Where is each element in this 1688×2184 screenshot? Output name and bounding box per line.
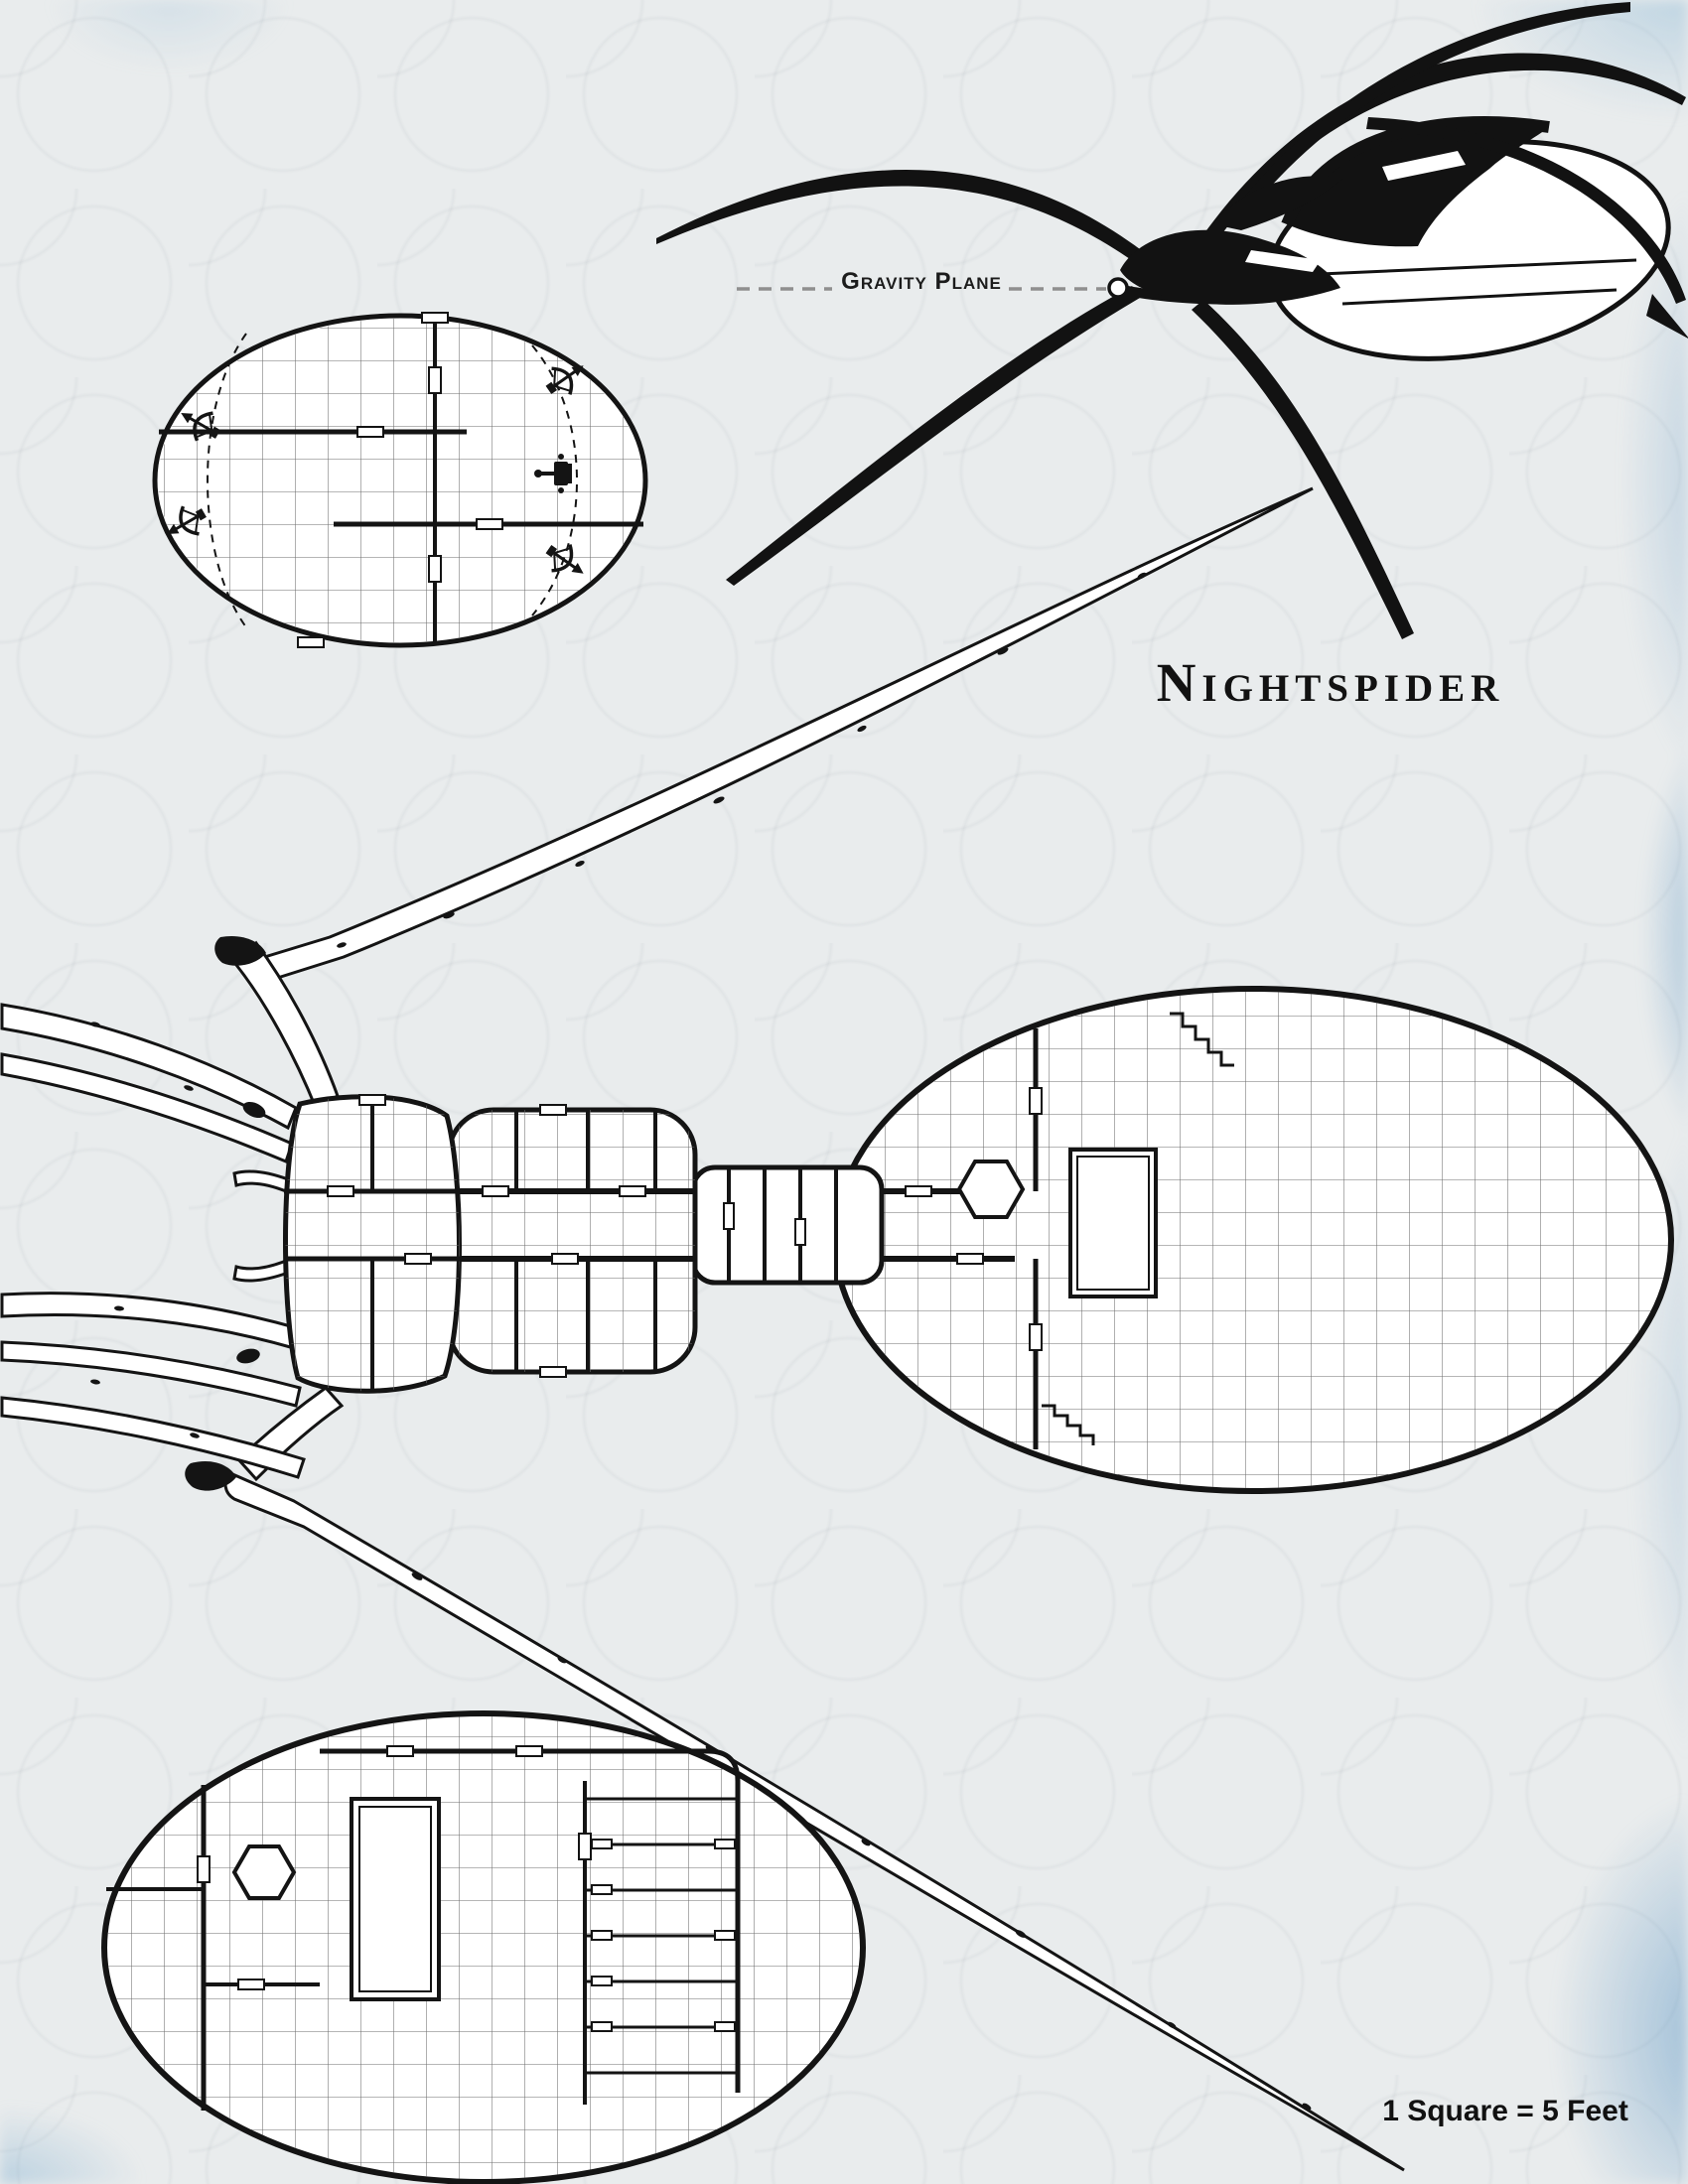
side-leg-lower-left: [726, 286, 1140, 586]
side-head: [1120, 229, 1340, 305]
stairs-icon: [1042, 1404, 1095, 1445]
spider-legs-plan-view: [0, 486, 1405, 2172]
lower-deck-plan: [101, 1710, 866, 2184]
side-abdomen: [1268, 116, 1688, 361]
gravity-plane-label: Gravity Plane: [841, 268, 1002, 295]
helm-seat-icon: [534, 454, 572, 493]
leg-speckles: [90, 572, 1312, 2111]
pedipalp-upper: [232, 1169, 290, 1194]
side-window: [1382, 151, 1466, 181]
hex-helm-icon: [231, 1844, 297, 1900]
thorax-deck: [446, 1104, 698, 1378]
side-elevation: [656, 2, 1688, 639]
leg-left-3: [0, 1292, 300, 1350]
side-head-slit: [1245, 250, 1321, 272]
page-title: Nightspider: [1156, 652, 1505, 713]
fore-section-plan: [152, 312, 648, 648]
abdomen-deck: [832, 986, 1674, 1494]
leg-left-2: [0, 1052, 294, 1164]
scale-note: 1 Square = 5 Feet: [1382, 2095, 1628, 2127]
cargo-hatch: [1068, 1148, 1158, 1298]
main-deck-plan: [283, 986, 1674, 1494]
side-pivot-joint: [1107, 277, 1129, 299]
head-deck: [283, 1094, 462, 1394]
hatch-doors: [297, 312, 503, 648]
leg-left-1: [0, 1003, 298, 1131]
leg-joints: [185, 935, 266, 1491]
waist-segments: [690, 1164, 885, 1286]
leg-left-4: [0, 1340, 302, 1408]
stairs-icon: [1170, 1012, 1234, 1067]
pedipalp-lower: [232, 1258, 290, 1283]
leg-left-5: [0, 1396, 306, 1479]
side-leg-upper-left: [656, 170, 1144, 266]
hex-helm-icon: [956, 1160, 1026, 1219]
hatch-doors: [197, 1745, 736, 2032]
side-leg-lower-right: [1192, 300, 1414, 639]
cargo-hatch: [350, 1797, 441, 2001]
side-head-crest: [1213, 176, 1342, 230]
